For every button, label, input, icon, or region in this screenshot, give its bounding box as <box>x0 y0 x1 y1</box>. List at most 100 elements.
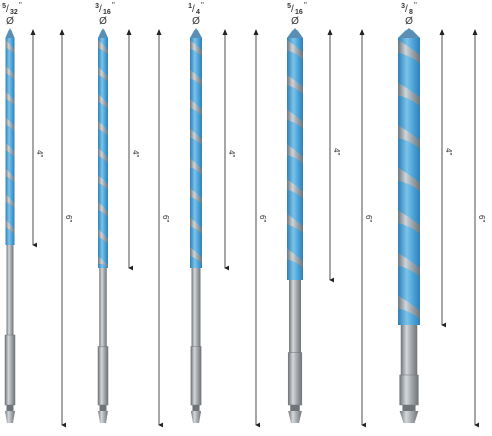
inch-mark: " <box>19 1 22 10</box>
shank-groove <box>290 405 300 411</box>
flute-length-label: 4" <box>35 150 44 157</box>
overall-length-label: 6" <box>64 215 73 222</box>
hex-shank <box>97 346 109 406</box>
shank-tip <box>288 411 302 423</box>
drill-bit-2: 4" 6" 3/16" Ø <box>95 1 170 428</box>
shank-tip <box>98 411 108 423</box>
flute-spiral <box>98 202 108 217</box>
flute-spiral <box>190 40 202 57</box>
shank <box>99 264 107 347</box>
flute-spiral <box>398 125 420 149</box>
inch-mark: " <box>414 1 417 10</box>
flute-spiral <box>5 219 15 235</box>
shank-tip <box>5 411 15 423</box>
shank-groove <box>99 405 107 411</box>
flute-spiral <box>190 158 202 175</box>
flute-length-label: 4" <box>332 148 341 155</box>
flute-length-arrow-head <box>439 29 445 35</box>
shank-groove <box>6 405 14 411</box>
flute-length-arrow-head <box>327 29 333 35</box>
flute-spiral <box>287 74 303 94</box>
flute-body <box>190 30 202 268</box>
drill-bit-1: 4"6"5/32"Ø <box>2 1 73 428</box>
flute-spiral <box>287 179 303 199</box>
size-denominator: 16 <box>295 9 303 16</box>
flute-spiral <box>398 167 420 192</box>
size-numerator: 3 <box>95 3 99 10</box>
hex-shank <box>399 374 419 406</box>
diameter-symbol: Ø <box>192 16 200 27</box>
flute-spiral <box>5 40 15 55</box>
overall-length-arrow-head <box>359 29 365 35</box>
shank-tip <box>190 411 202 423</box>
shank <box>289 276 301 353</box>
size-slash: / <box>405 4 408 15</box>
shank-tip <box>399 411 419 423</box>
flute-spiral <box>190 69 202 86</box>
flute-spiral <box>398 295 420 320</box>
flute-length-arrow-head <box>222 29 228 35</box>
flute-length-label: 4" <box>131 150 140 157</box>
size-numerator: 5 <box>287 3 291 10</box>
flute-spiral <box>190 128 202 146</box>
diameter-symbol: Ø <box>6 16 14 27</box>
flute-spiral <box>287 144 303 164</box>
flute-spiral <box>398 253 420 277</box>
flute-length-arrow-head <box>126 29 132 35</box>
overall-length-label: 6" <box>477 215 486 222</box>
hex-shank <box>287 352 303 406</box>
carbide-tip <box>98 28 108 38</box>
overall-length-label: 6" <box>258 215 267 222</box>
inch-mark: " <box>112 1 115 10</box>
overall-length-label: 6" <box>161 215 170 222</box>
flute-spiral <box>398 210 420 234</box>
flute-spiral <box>98 40 108 55</box>
flute-spiral <box>98 67 108 82</box>
carbide-tip <box>398 28 420 38</box>
size-numerator: 3 <box>401 3 405 10</box>
flute-spiral <box>190 247 202 264</box>
flute-spiral <box>5 91 15 106</box>
shank <box>6 241 14 335</box>
flute-spiral <box>287 248 303 268</box>
drill-bit-3: 4"6"1/4"Ø <box>188 1 267 428</box>
flute-spiral <box>190 188 202 205</box>
flute-spiral <box>5 194 15 209</box>
drill-bit-4: 4"6"5/16"Ø <box>287 1 373 428</box>
flute-spiral <box>98 175 108 190</box>
shank-groove <box>402 405 416 411</box>
flute-spiral <box>98 94 108 109</box>
flute-spiral <box>5 117 15 132</box>
shank <box>400 321 418 375</box>
flute-length-label: 4" <box>227 150 236 157</box>
size-denominator: 16 <box>103 9 111 16</box>
shank-groove <box>192 405 200 411</box>
drill-bit-5: 4" 6" 3/8"Ø <box>398 1 486 428</box>
size-slash: / <box>192 4 195 15</box>
hex-shank <box>4 334 16 406</box>
diameter-symbol: Ø <box>291 16 299 27</box>
diameter-symbol: Ø <box>405 16 413 27</box>
inch-mark: " <box>201 1 204 10</box>
overall-length-arrow-head <box>472 29 478 35</box>
overall-length-arrow-head <box>59 29 65 35</box>
size-denominator: 8 <box>409 9 413 16</box>
carbide-tip <box>5 28 15 38</box>
overall-length-arrow-head <box>253 29 259 35</box>
flute-spiral <box>287 214 303 234</box>
size-slash: / <box>6 4 9 15</box>
flute-spiral <box>190 217 202 234</box>
flute-length-label: 4" <box>444 148 453 155</box>
flute-spiral <box>5 142 15 157</box>
size-denominator: 32 <box>10 9 18 16</box>
diameter-symbol: Ø <box>99 16 107 27</box>
flute-spiral <box>398 40 420 64</box>
flute-spiral <box>5 65 15 80</box>
size-slash: / <box>99 4 102 15</box>
size-numerator: 1 <box>188 3 192 10</box>
shank <box>191 264 201 347</box>
flute-spiral <box>98 148 108 163</box>
flute-body <box>5 30 15 245</box>
flute-spiral <box>398 82 420 107</box>
